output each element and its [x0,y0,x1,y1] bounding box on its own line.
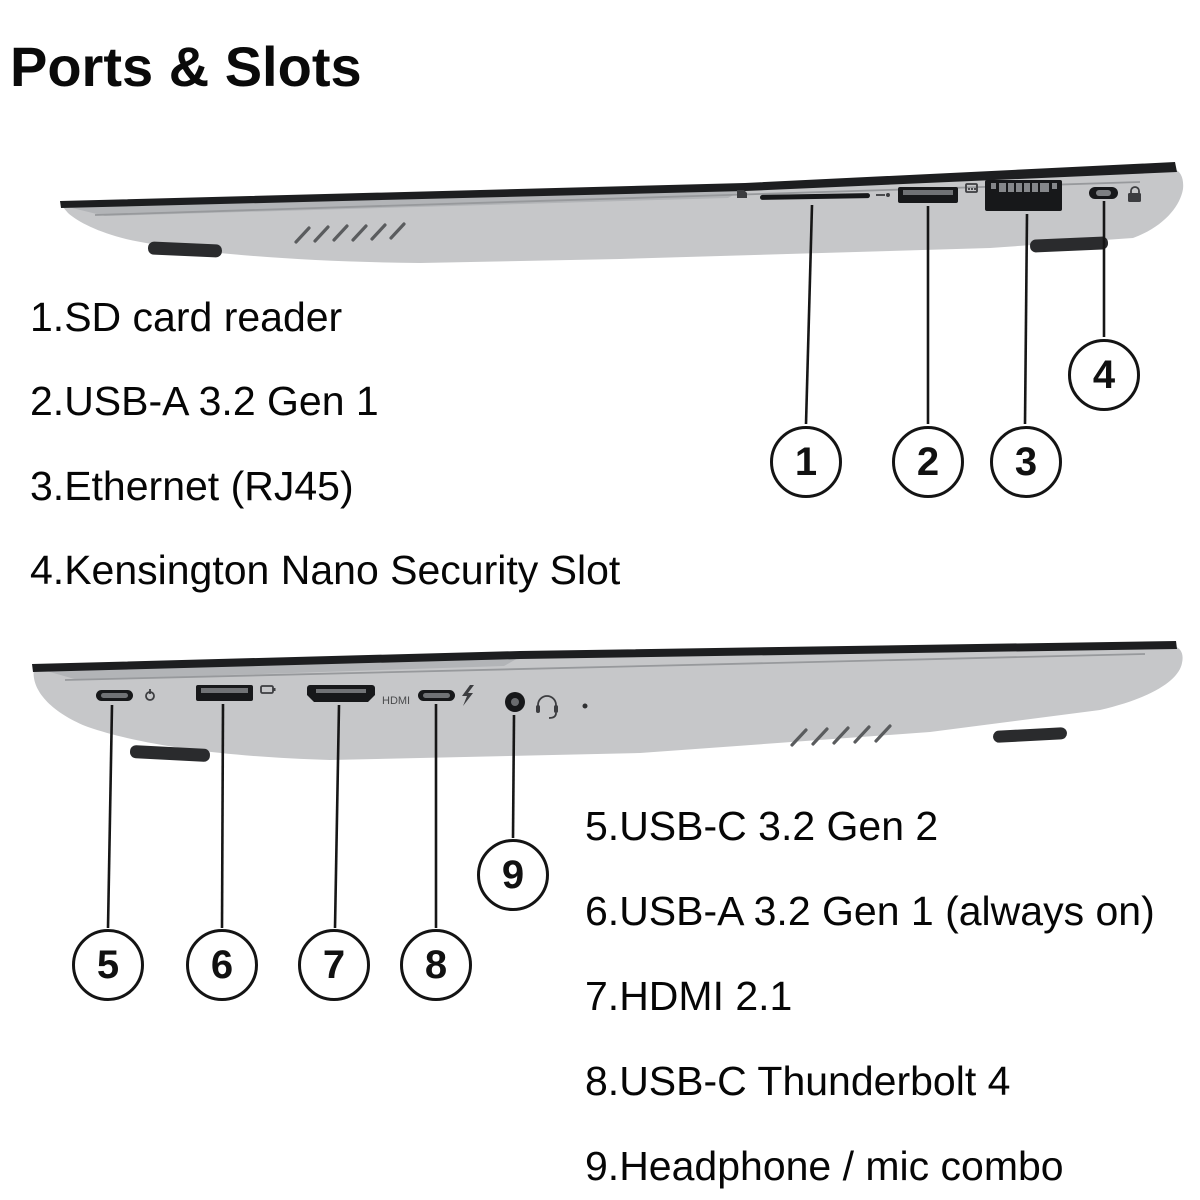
usb-ss-icon [876,193,890,197]
laptop-deck-shading [64,189,745,216]
vent-grille [294,222,406,244]
port-label-headphone-mic: 9.Headphone / mic combo [585,1143,1064,1189]
lock-icon [1128,186,1141,202]
laptop-right-side-view [60,162,1184,425]
callout-circle-2: 2 [892,426,964,498]
callout-line-9 [511,714,516,839]
hdmi-label: HDMI [382,695,410,707]
callout-circle-7: 7 [298,929,370,1001]
power-icon [145,689,155,701]
sd-card-slot [737,190,871,200]
hdmi-port [307,685,375,702]
thunderbolt-icon [462,685,474,706]
port-label-sd-card-reader: 1.SD card reader [30,294,343,340]
rubber-foot [993,727,1067,743]
usb-c-thunderbolt-port [418,690,455,701]
port-label-kensington: 4.Kensington Nano Security Slot [30,547,621,593]
port-label-usb-a-always-on: 6.USB-A 3.2 Gen 1 (always on) [585,888,1155,934]
lid-body-seam [64,653,1146,681]
callout-circle-3: 3 [990,426,1062,498]
page-title: Ports & Slots [10,35,362,98]
port-label-usb-a: 2.USB-A 3.2 Gen 1 [30,378,379,424]
kensington-slot [1089,187,1118,199]
laptop-lid-edge [32,641,1177,672]
callout-circle-8: 8 [400,929,472,1001]
callout-line-5 [106,704,114,929]
rubber-foot [129,745,210,762]
audio-combo-jack [505,692,525,712]
usb-always-on-icon [260,685,276,694]
port-label-usb-c: 5.USB-C 3.2 Gen 2 [585,803,939,849]
microphone-hole [582,703,588,709]
usb-c-port [96,690,133,701]
port-label-ethernet: 3.Ethernet (RJ45) [30,463,354,509]
vent-grille [790,724,892,747]
ethernet-port [985,180,1062,211]
port-label-thunderbolt: 8.USB-C Thunderbolt 4 [585,1058,1011,1104]
headset-icon [536,695,558,719]
callout-circle-4: 4 [1068,339,1140,411]
usb-a-always-on-port [196,685,253,701]
laptop-lid-edge [60,162,1177,208]
rubber-foot [1030,236,1109,253]
callout-circle-6: 6 [186,929,258,1001]
usb-a-port-right [898,187,958,203]
port-label-hdmi: 7.HDMI 2.1 [585,973,793,1019]
callout-circle-9: 9 [477,839,549,911]
callout-line-7 [333,704,341,929]
callout-line-3 [1023,213,1029,425]
laptop-left-side-view: HDMI [32,641,1183,929]
laptop-deck-shading [36,657,520,680]
callout-circle-1: 1 [770,426,842,498]
sd-card-icon [737,190,747,198]
callout-line-1 [804,204,814,425]
ethernet-icon [965,183,978,193]
callout-circle-5: 5 [72,929,144,1001]
callout-line-6 [220,703,225,929]
rubber-foot [147,241,222,258]
